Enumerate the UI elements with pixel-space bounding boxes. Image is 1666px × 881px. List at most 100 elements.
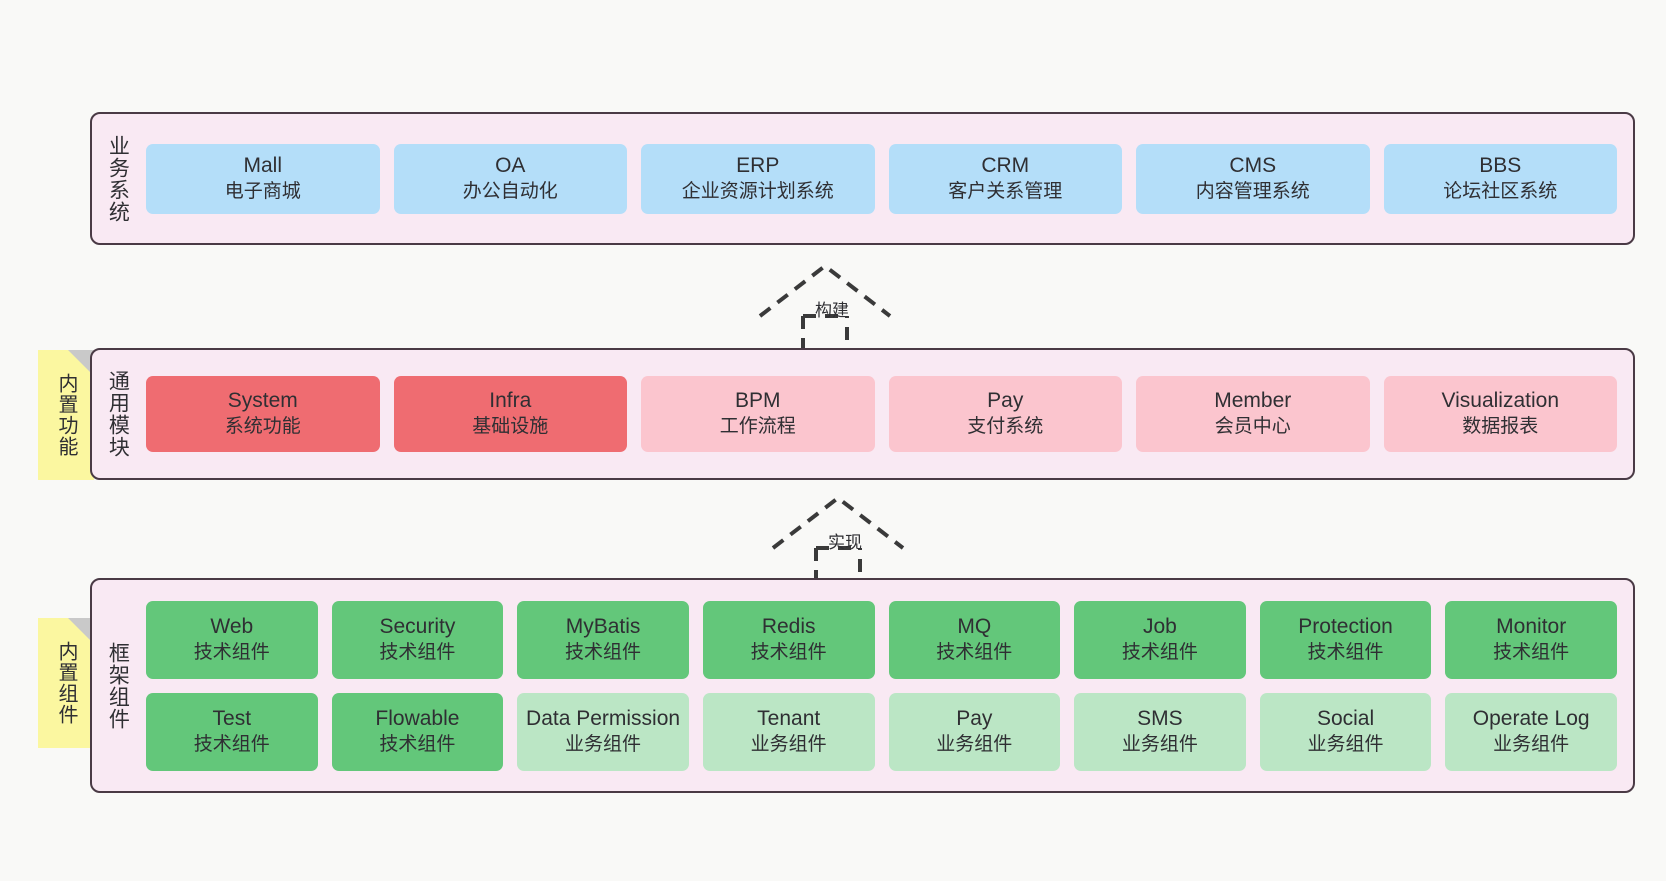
- card-title: CMS: [1229, 153, 1277, 177]
- card-subtitle: 技术组件: [1493, 641, 1570, 663]
- card-subtitle: 业务组件: [750, 733, 827, 755]
- card-title: Visualization: [1441, 389, 1560, 413]
- card-mq[interactable]: MQ 技术组件: [888, 600, 1061, 679]
- sticky-note-builtin-component: 内置组件: [38, 618, 94, 748]
- card-protection[interactable]: Protection 技术组件: [1259, 600, 1432, 679]
- card-mall[interactable]: Mall 电子商城: [146, 143, 380, 214]
- card-subtitle: 业务组件: [1307, 733, 1384, 755]
- card-title: Tenant: [757, 706, 821, 730]
- card-title: BBS: [1479, 153, 1522, 177]
- card-subtitle: 电子商城: [224, 180, 301, 202]
- card-visualization[interactable]: Visualization 数据报表: [1383, 376, 1617, 452]
- layer-business-system: 业务系统 Mall 电子商城 OA 办公自动化 ERP 企业资源计划系统 CRM…: [90, 112, 1635, 245]
- card-title: Web: [210, 614, 254, 638]
- card-title: Test: [212, 706, 252, 730]
- card-subtitle: 技术组件: [1121, 641, 1198, 663]
- card-title: Pay: [987, 389, 1024, 413]
- card-title: Protection: [1298, 614, 1393, 638]
- card-subtitle: 技术组件: [379, 641, 456, 663]
- layer-common-title: 通用模块: [106, 370, 130, 458]
- card-flowable[interactable]: Flowable 技术组件: [331, 692, 504, 771]
- card-subtitle: 技术组件: [379, 733, 456, 755]
- card-social[interactable]: Social 业务组件: [1259, 692, 1432, 771]
- connector-build-label: 构建: [815, 301, 849, 320]
- layer-framework-component: 框架组件 Web 技术组件 Security 技术组件 MyBatis 技术组件…: [90, 578, 1635, 793]
- card-subtitle: 业务组件: [1121, 733, 1198, 755]
- sticky-note-label: 内置组件: [55, 641, 77, 725]
- card-security[interactable]: Security 技术组件: [331, 600, 504, 679]
- card-title: BPM: [734, 389, 781, 413]
- card-subtitle: 技术组件: [750, 641, 827, 663]
- card-crm[interactable]: CRM 客户关系管理: [888, 143, 1122, 214]
- connector-implement: 实现: [768, 490, 938, 585]
- card-title: Flowable: [375, 706, 460, 730]
- card-title: MQ: [957, 614, 992, 638]
- layer-business-body: Mall 电子商城 OA 办公自动化 ERP 企业资源计划系统 CRM 客户关系…: [138, 114, 1633, 243]
- card-subtitle: 企业资源计划系统: [681, 180, 834, 202]
- card-subtitle: 技术组件: [193, 733, 270, 755]
- card-mybatis[interactable]: MyBatis 技术组件: [517, 600, 689, 679]
- card-subtitle: 基础设施: [472, 416, 549, 438]
- card-oa[interactable]: OA 办公自动化: [393, 143, 627, 214]
- card-subtitle: 客户关系管理: [948, 180, 1063, 202]
- card-title: Operate Log: [1472, 706, 1590, 730]
- card-subtitle: 技术组件: [1307, 641, 1384, 663]
- card-pay[interactable]: Pay 支付系统: [888, 376, 1122, 452]
- layer-framework-title: 框架组件: [106, 641, 130, 730]
- card-subtitle: 论坛社区系统: [1443, 180, 1558, 202]
- card-subtitle: 业务组件: [936, 733, 1013, 755]
- card-pay-component[interactable]: Pay 业务组件: [888, 692, 1061, 771]
- card-job[interactable]: Job 技术组件: [1074, 600, 1246, 679]
- card-tenant[interactable]: Tenant 业务组件: [702, 692, 875, 771]
- card-subtitle: 技术组件: [193, 641, 270, 663]
- card-subtitle: 技术组件: [565, 641, 642, 663]
- card-erp[interactable]: ERP 企业资源计划系统: [641, 143, 875, 214]
- connector-build: 构建: [755, 258, 925, 353]
- folded-corner-icon: [68, 350, 94, 376]
- card-title: Social: [1316, 706, 1375, 730]
- card-sms[interactable]: SMS 业务组件: [1074, 692, 1246, 771]
- card-title: SMS: [1137, 706, 1183, 730]
- card-data-permission[interactable]: Data Permission 业务组件: [517, 692, 689, 771]
- layer-common-module: 通用模块 System 系统功能 Infra 基础设施 BPM 工作流程 Pay…: [90, 348, 1635, 480]
- card-monitor[interactable]: Monitor 技术组件: [1445, 600, 1617, 679]
- card-title: Job: [1143, 614, 1177, 638]
- card-infra[interactable]: Infra 基础设施: [393, 376, 627, 452]
- card-test[interactable]: Test 技术组件: [146, 692, 318, 771]
- card-title: Infra: [489, 389, 532, 413]
- card-title: Pay: [956, 706, 993, 730]
- card-title: MyBatis: [565, 614, 641, 638]
- card-cms[interactable]: CMS 内容管理系统: [1136, 143, 1370, 214]
- card-subtitle: 数据报表: [1462, 416, 1539, 438]
- framework-row-biz: Test 技术组件 Flowable 技术组件 Data Permission …: [146, 692, 1617, 771]
- card-web[interactable]: Web 技术组件: [146, 600, 318, 679]
- card-operate-log[interactable]: Operate Log 业务组件: [1445, 692, 1617, 771]
- card-title: CRM: [981, 153, 1030, 177]
- card-title: ERP: [736, 153, 780, 177]
- card-member[interactable]: Member 会员中心: [1136, 376, 1370, 452]
- layer-framework-body: Web 技术组件 Security 技术组件 MyBatis 技术组件 Redi…: [138, 580, 1633, 791]
- layer-common-body: System 系统功能 Infra 基础设施 BPM 工作流程 Pay 支付系统…: [138, 350, 1633, 478]
- card-bpm[interactable]: BPM 工作流程: [641, 376, 875, 452]
- card-system[interactable]: System 系统功能: [146, 376, 380, 452]
- card-title: System: [227, 389, 298, 413]
- card-subtitle: 办公自动化: [462, 180, 558, 202]
- card-subtitle: 工作流程: [719, 416, 796, 438]
- card-bbs[interactable]: BBS 论坛社区系统: [1383, 143, 1617, 214]
- card-redis[interactable]: Redis 技术组件: [702, 600, 875, 679]
- business-row: Mall 电子商城 OA 办公自动化 ERP 企业资源计划系统 CRM 客户关系…: [146, 143, 1617, 214]
- card-title: Data Permission: [526, 706, 681, 730]
- card-subtitle: 技术组件: [936, 641, 1013, 663]
- card-subtitle: 业务组件: [565, 733, 642, 755]
- card-title: Mall: [243, 153, 282, 177]
- card-title: Member: [1214, 389, 1292, 413]
- card-title: OA: [495, 153, 526, 177]
- card-subtitle: 内容管理系统: [1195, 180, 1310, 202]
- card-title: Security: [379, 614, 456, 638]
- card-subtitle: 支付系统: [967, 416, 1044, 438]
- card-title: Monitor: [1496, 614, 1567, 638]
- framework-row-tech: Web 技术组件 Security 技术组件 MyBatis 技术组件 Redi…: [146, 600, 1617, 679]
- card-subtitle: 会员中心: [1214, 416, 1291, 438]
- card-subtitle: 系统功能: [224, 416, 301, 438]
